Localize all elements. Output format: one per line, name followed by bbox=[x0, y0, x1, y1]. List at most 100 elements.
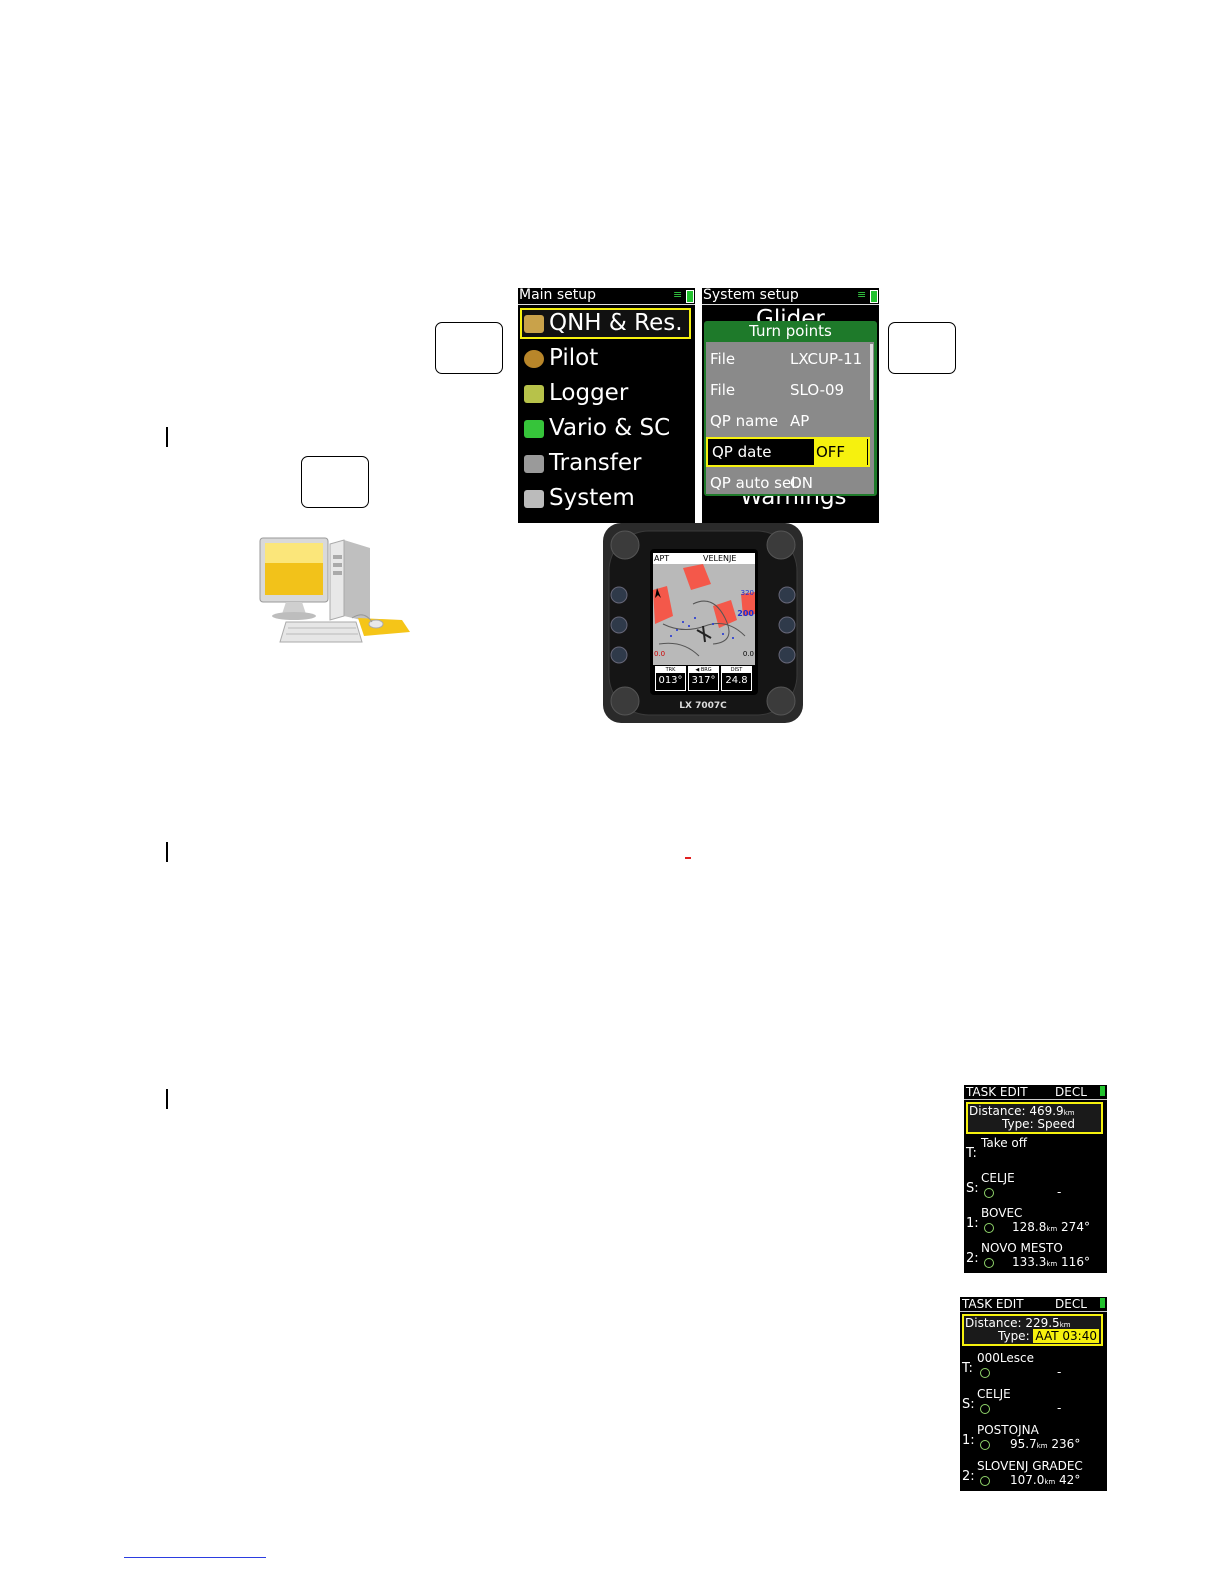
screen-title: Main setup bbox=[519, 288, 597, 303]
qnh-res-icon bbox=[524, 314, 544, 333]
point-distance-value: 95.7 bbox=[1010, 1437, 1037, 1451]
logger-icon bbox=[524, 384, 544, 403]
type-line: Type: Speed bbox=[1002, 1117, 1075, 1131]
turn-points-row[interactable]: File SLO-09 bbox=[706, 375, 870, 405]
dialog-title: Turn points bbox=[749, 322, 832, 340]
battery-icon bbox=[686, 290, 694, 303]
distance-value: 469.9 bbox=[1029, 1104, 1064, 1118]
type-value: AAT 03:40 bbox=[1033, 1329, 1099, 1343]
waypoint-icon bbox=[984, 1223, 994, 1233]
point-distance: 133.3km 116° bbox=[1012, 1255, 1090, 1269]
point-name: CELJE bbox=[977, 1387, 1011, 1401]
menu-item-label: QNH & Res. bbox=[549, 310, 683, 336]
status-bar: Main setup ≡ bbox=[518, 288, 695, 305]
screen-title: TASK EDIT bbox=[966, 1085, 1028, 1099]
scale-label-top: 320 bbox=[740, 589, 754, 597]
type-line: Type: AAT 03:40 bbox=[998, 1329, 1099, 1343]
computer-illustration bbox=[252, 510, 412, 680]
map-header-right: VELENJE bbox=[703, 554, 737, 563]
point-bearing: 116° bbox=[1057, 1255, 1090, 1269]
point-distance-value: 128.8 bbox=[1012, 1220, 1047, 1234]
point-bearing: 236° bbox=[1047, 1437, 1081, 1451]
menu-item-system[interactable]: System bbox=[524, 482, 635, 514]
point-name: NOVO MESTO bbox=[981, 1241, 1063, 1255]
key-box bbox=[888, 322, 956, 374]
point-distance: 107.0km 42° bbox=[1010, 1473, 1080, 1487]
point-tag: S: bbox=[966, 1181, 979, 1196]
point-tag: 2: bbox=[962, 1469, 975, 1484]
nav-box-label: TRK bbox=[656, 667, 685, 673]
point-distance-value: 133.3 bbox=[1012, 1255, 1047, 1269]
row-label: QP auto sel. bbox=[710, 474, 801, 492]
waypoint-icon bbox=[980, 1404, 990, 1414]
footnote-separator bbox=[124, 1557, 266, 1558]
point-tag: T: bbox=[962, 1361, 973, 1376]
task-point-row[interactable]: T:000Lesce- bbox=[960, 1351, 1107, 1387]
task-point-row[interactable]: T: Take off bbox=[964, 1136, 1107, 1171]
nav-box-label: ◀ BRG bbox=[689, 667, 718, 673]
pilot-helmet-icon bbox=[524, 349, 544, 368]
row-value: AP bbox=[790, 412, 810, 430]
point-tag: T: bbox=[966, 1146, 977, 1161]
system-tools-icon bbox=[524, 489, 544, 508]
task-point-row[interactable]: S:CELJE- bbox=[964, 1171, 1107, 1206]
map-header-left: APT bbox=[654, 554, 670, 563]
waypoint-icon bbox=[980, 1476, 990, 1486]
menu-item-label: Logger bbox=[549, 380, 629, 406]
distance-label: Distance: bbox=[969, 1104, 1030, 1118]
system-setup-screen: System setup ≡ Glider Warnings Turn poin… bbox=[702, 288, 879, 523]
transfer-icon bbox=[524, 454, 544, 473]
point-tag: 2: bbox=[966, 1251, 979, 1266]
nav-box-label: DIST bbox=[722, 667, 751, 673]
nav-box: DIST 24.8 bbox=[721, 666, 752, 691]
point-distance-unit: km bbox=[1046, 1225, 1058, 1233]
menu-item-vario-sc[interactable]: Vario & SC bbox=[524, 412, 670, 444]
key-box bbox=[301, 456, 369, 508]
nav-box-value: 24.8 bbox=[725, 675, 748, 686]
point-name: BOVEC bbox=[981, 1206, 1023, 1220]
distance-unit: km bbox=[1059, 1321, 1071, 1329]
nav-box-value: 013° bbox=[658, 675, 683, 686]
waypoint-icon bbox=[980, 1440, 990, 1450]
row-label: File bbox=[710, 381, 736, 399]
menu-item-qnh-res-[interactable]: QNH & Res. bbox=[524, 307, 683, 339]
point-bearing: 274° bbox=[1057, 1220, 1090, 1234]
row-value: ON bbox=[790, 474, 814, 492]
turn-points-row[interactable]: QP auto sel.ON bbox=[706, 468, 870, 494]
point-name: Take off bbox=[981, 1136, 1028, 1150]
scrollbar[interactable] bbox=[870, 344, 873, 400]
distance-label: Distance: bbox=[965, 1316, 1026, 1330]
task-point-row[interactable]: S:CELJE- bbox=[960, 1387, 1107, 1423]
dash-text: - bbox=[1057, 1401, 1062, 1415]
change-bar bbox=[166, 1089, 168, 1109]
vario-arrows-icon bbox=[524, 419, 544, 438]
bottom-right-label: 0.0 bbox=[742, 650, 754, 658]
row-value: SLO-09 bbox=[790, 381, 845, 399]
menu-item-pilot[interactable]: Pilot bbox=[524, 342, 598, 374]
waypoint-icon bbox=[984, 1188, 994, 1198]
point-distance: 128.8km 274° bbox=[1012, 1220, 1090, 1234]
row-value: OFF bbox=[814, 439, 868, 465]
dash-text: - bbox=[1057, 1365, 1062, 1379]
point-name: SLOVENJ GRADEC bbox=[977, 1459, 1083, 1473]
menu-item-transfer[interactable]: Transfer bbox=[524, 447, 641, 479]
status-bar: System setup ≡ bbox=[702, 288, 879, 305]
gps-icon: ≡ bbox=[857, 288, 867, 301]
point-tag: 1: bbox=[962, 1433, 975, 1448]
menu-item-logger[interactable]: Logger bbox=[524, 377, 628, 409]
